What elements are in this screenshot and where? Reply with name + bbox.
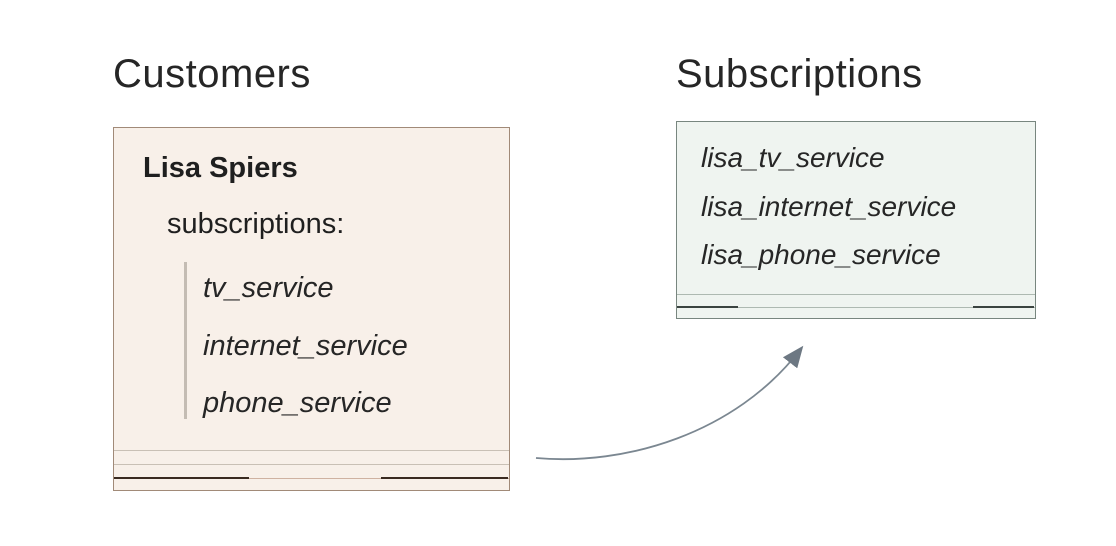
subscription-item: phone_service (203, 387, 392, 419)
subscription-item: tv_service (203, 272, 334, 304)
truncated-row-segment (114, 477, 249, 479)
truncated-row-segment (973, 306, 1034, 308)
customer-subscription-list: tv_service internet_service phone_servic… (203, 260, 408, 433)
row-divider (677, 294, 1035, 295)
subscriptions-heading: Subscriptions (676, 52, 923, 96)
arrow-curve (535, 345, 804, 461)
customer-name: Lisa Spiers (143, 152, 298, 184)
truncated-row-line (677, 307, 1035, 308)
subscriptions-field-label: subscriptions: (167, 208, 345, 240)
subscription-record-item: lisa_tv_service (701, 142, 885, 173)
truncated-row-segment (677, 306, 738, 308)
subscription-record-item: lisa_internet_service (701, 190, 957, 222)
quote-bar (184, 262, 187, 419)
subscription-item: internet_service (203, 329, 408, 362)
truncated-row-segment (381, 477, 508, 479)
truncated-row-line (114, 478, 509, 479)
row-divider (114, 464, 509, 465)
customers-card: Lisa Spiers subscriptions: tv_service in… (113, 127, 510, 491)
subscription-record-list: lisa_tv_service lisa_internet_service li… (701, 134, 956, 280)
subscriptions-card: lisa_tv_service lisa_internet_service li… (676, 121, 1036, 319)
subscription-record-item: lisa_phone_service (701, 239, 941, 270)
customers-heading: Customers (113, 52, 311, 96)
row-divider (114, 450, 509, 451)
